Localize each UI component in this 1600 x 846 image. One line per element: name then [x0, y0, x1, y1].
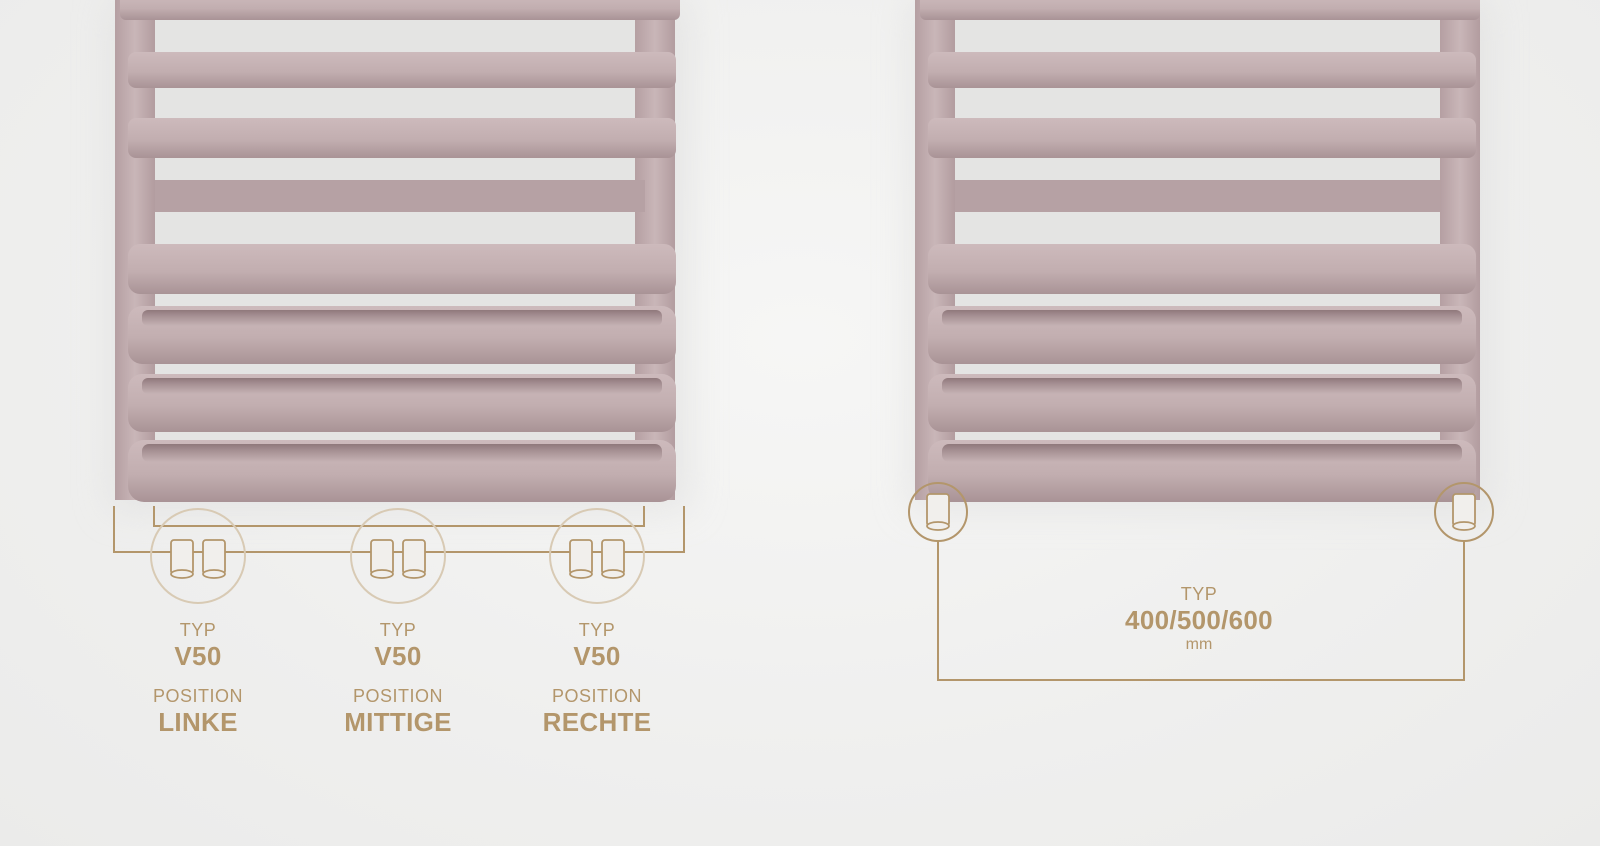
radiator-right-tray: [928, 374, 1476, 432]
typ-value: V50: [374, 641, 422, 671]
radiator-right-bar: [955, 180, 1440, 212]
position-value: MITTIGE: [344, 707, 452, 737]
typ-value: V50: [174, 641, 222, 671]
radiator-left-tray: [128, 440, 676, 502]
config-label-left: TYP V50 POSITION LINKE: [153, 620, 243, 738]
position-value: LINKE: [158, 707, 238, 737]
position-label: POSITION: [352, 686, 444, 706]
single-valve-icon: [926, 493, 950, 531]
typ-value: 400/500/600: [1125, 605, 1273, 635]
single-valve-icon: [1452, 493, 1476, 531]
valve-endpoint-left: [908, 482, 968, 542]
double-valve-icon: [370, 539, 426, 579]
valve-option-right: [549, 508, 645, 604]
radiator-left-bar: [128, 118, 676, 158]
typ-value: V50: [573, 641, 621, 671]
double-valve-icon: [569, 539, 625, 579]
unit-label: mm: [1185, 636, 1213, 653]
typ-label: TYP: [179, 620, 217, 640]
typ-label: TYP: [1180, 584, 1218, 604]
valve-option-left: [150, 508, 246, 604]
radiator-right-tray: [928, 440, 1476, 502]
radiator-left-tray: [128, 306, 676, 364]
radiator-right-bar: [928, 118, 1476, 158]
radiator-left-tray: [128, 374, 676, 432]
double-valve-icon: [170, 539, 226, 579]
config-label-center: TYP V50 POSITION MITTIGE: [344, 620, 452, 738]
config-label-distance: TYP 400/500/600 mm: [1125, 584, 1273, 654]
valve-endpoint-right: [1434, 482, 1494, 542]
radiator-left: [110, 0, 690, 510]
position-label: POSITION: [551, 686, 643, 706]
radiator-right-tray: [928, 244, 1476, 294]
radiator-right-bar: [928, 52, 1476, 88]
radiator-left-tray: [128, 244, 676, 294]
config-label-right: TYP V50 POSITION RECHTE: [543, 620, 652, 738]
typ-label: TYP: [578, 620, 616, 640]
position-value: RECHTE: [542, 707, 652, 737]
position-label: POSITION: [152, 686, 244, 706]
valve-option-center: [350, 508, 446, 604]
radiator-right-tray: [928, 306, 1476, 364]
connection-lines-right: [937, 540, 1465, 681]
radiator-left-bar: [128, 52, 676, 88]
radiator-left-bar: [155, 180, 645, 212]
radiator-right: [910, 0, 1490, 510]
typ-label: TYP: [379, 620, 417, 640]
connection-lines-left: [113, 506, 685, 553]
